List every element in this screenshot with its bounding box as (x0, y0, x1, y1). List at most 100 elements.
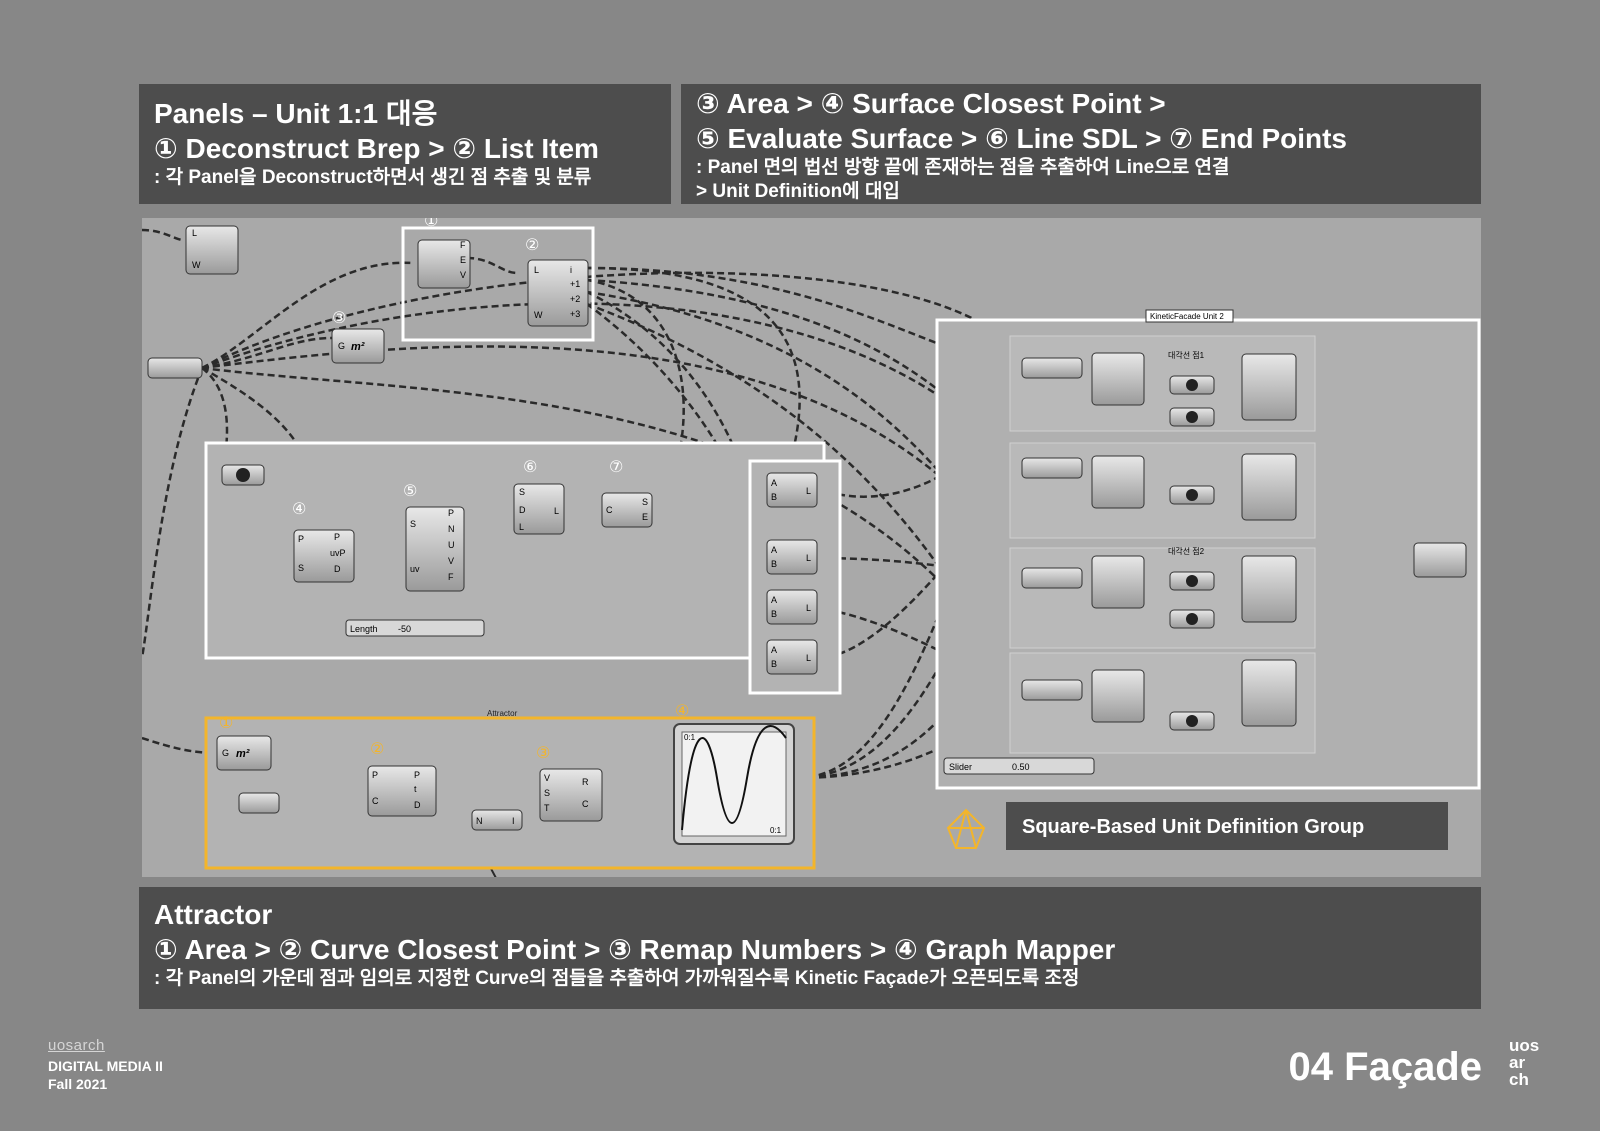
brep-param-node[interactable] (147, 357, 203, 379)
attractor-marker-3: ③ (536, 743, 550, 762)
svg-text:L: L (534, 265, 539, 275)
panels-header: Panels – Unit 1:1 대응 ① Deconstruct Brep … (139, 84, 671, 204)
svg-text:P: P (372, 770, 378, 780)
svg-text:S: S (410, 519, 416, 529)
surface-node-4[interactable] (1241, 659, 1297, 727)
surface-node-2[interactable] (1241, 453, 1297, 521)
marker-6: ⑥ (523, 457, 537, 476)
svg-text:N: N (448, 524, 455, 534)
line-node-1[interactable]: ABL (766, 472, 818, 508)
svg-text:S: S (298, 563, 304, 573)
svg-text:F: F (448, 572, 454, 582)
grasshopper-canvas: ① ② ③ ④ ⑤ ⑥ ⑦ ① ② ③ ④ LW FEV LW i+1+2+3 … (142, 218, 1481, 877)
panels-title-line2: ① Deconstruct Brep > ② List Item (154, 133, 599, 164)
svg-text:E: E (642, 512, 648, 522)
svg-text:D: D (414, 800, 421, 810)
unit-slider-node-2[interactable] (1021, 457, 1083, 479)
unit-label-box (1145, 309, 1234, 323)
svg-text:A: A (771, 595, 777, 605)
evaluate-length-node-3[interactable] (1091, 555, 1145, 609)
deconstruct-brep-node[interactable]: FEV (417, 239, 471, 289)
attractor-group-label: Attractor (487, 709, 518, 718)
svg-text:C: C (372, 796, 379, 806)
unit-definition-icon (946, 808, 986, 849)
svg-text:U: U (448, 540, 455, 550)
surface-node-1[interactable] (1241, 353, 1297, 421)
unit-slider-label: Slider (949, 762, 972, 772)
svg-text:V: V (448, 556, 454, 566)
svg-text:G: G (338, 341, 345, 351)
unit-definition-label: Square-Based Unit Definition Group (1022, 816, 1364, 838)
svg-text:i: i (570, 265, 572, 275)
svg-text:P: P (448, 508, 454, 518)
svg-text:F: F (460, 240, 466, 250)
end-points-node[interactable]: CSE (601, 492, 653, 528)
svg-text:L: L (519, 522, 524, 532)
marker-2: ② (525, 235, 539, 254)
svg-text:+2: +2 (570, 294, 580, 304)
panels-title-line1: Panels – Unit 1:1 대응 (154, 98, 438, 129)
curve-closest-point-node[interactable]: P C PtD (367, 765, 437, 817)
svg-text:m²: m² (236, 748, 250, 760)
svg-text:uv: uv (410, 564, 420, 574)
area-note-line1: : Panel 면의 법선 방향 끝에 존재하는 점을 추출하여 Line으로 … (696, 157, 1230, 178)
svg-text:B: B (771, 659, 777, 669)
svg-text:P: P (414, 770, 420, 780)
mini-label-2: 대각선 점2 (1168, 546, 1205, 556)
graph-label-bottom: 0:1 (770, 826, 782, 835)
attractor-title-line2: ① Area > ② Curve Closest Point > ③ Remap… (154, 934, 1116, 965)
unit-slider-node-4[interactable] (1021, 679, 1083, 701)
attractor-markers: ① ② ③ ④ (219, 701, 689, 762)
svg-text:+3: +3 (570, 309, 580, 319)
panels-note: : 각 Panel을 Deconstruct하면서 생긴 점 추출 및 분류 (154, 167, 592, 188)
area-note-line2: > Unit Definition에 대입 (696, 181, 900, 202)
svg-text:S: S (544, 788, 550, 798)
svg-text:D: D (519, 505, 526, 515)
line-node-4[interactable]: ABL (766, 639, 818, 675)
negate-nodes[interactable] (1169, 375, 1215, 731)
unit-slider-node-1[interactable] (1021, 357, 1083, 379)
logo-line3: ch (1509, 1070, 1529, 1089)
merge-output-node[interactable] (1413, 542, 1467, 578)
svg-text:L: L (806, 653, 811, 663)
svg-text:V: V (460, 270, 466, 280)
svg-text:I: I (512, 816, 515, 826)
marker-7: ⑦ (609, 457, 623, 476)
line-node-3[interactable]: ABL (766, 589, 818, 625)
graph-mapper-node[interactable]: 0:1 0:1 (673, 723, 795, 845)
remap-numbers-node[interactable]: VST RC (539, 768, 603, 822)
curve-param-node[interactable] (238, 792, 280, 814)
evaluate-length-node-1[interactable] (1091, 352, 1145, 406)
course-line2: Fall 2021 (48, 1076, 108, 1092)
svg-text:t: t (414, 784, 417, 794)
attractor-note: : 각 Panel의 가운데 점과 임의로 지정한 Curve의 점들을 추출하… (154, 968, 1080, 989)
svg-text:B: B (771, 609, 777, 619)
svg-text:R: R (582, 777, 589, 787)
line-node-2[interactable]: ABL (766, 539, 818, 575)
uosarch-logo: uos ar ch (1509, 1037, 1565, 1093)
list-item-node[interactable]: LW i+1+2+3 (527, 259, 589, 327)
area-title-line2: ⑤ Evaluate Surface > ⑥ Line SDL > ⑦ End … (696, 123, 1347, 154)
unit-slider[interactable]: Slider 0.50 (943, 757, 1095, 775)
negate-node[interactable] (221, 464, 265, 486)
attractor-marker-1: ① (219, 713, 233, 732)
evaluate-length-node-2[interactable] (1091, 455, 1145, 509)
unit-slider-node-3[interactable] (1021, 567, 1083, 589)
evaluate-length-node-4[interactable] (1091, 669, 1145, 723)
svg-text:V: V (544, 773, 550, 783)
length-slider[interactable]: Length -50 (345, 619, 485, 637)
unit-group-label: KineticFacade Unit 2 (1150, 312, 1224, 321)
list-item-node-top[interactable]: LW (185, 225, 239, 275)
svg-text:G: G (222, 748, 229, 758)
svg-text:L: L (806, 553, 811, 563)
surface-node-3[interactable] (1241, 555, 1297, 623)
svg-text:E: E (460, 255, 466, 265)
area-title-line1: ③ Area > ④ Surface Closest Point > (696, 88, 1166, 119)
unit-definition-box (1006, 802, 1448, 850)
